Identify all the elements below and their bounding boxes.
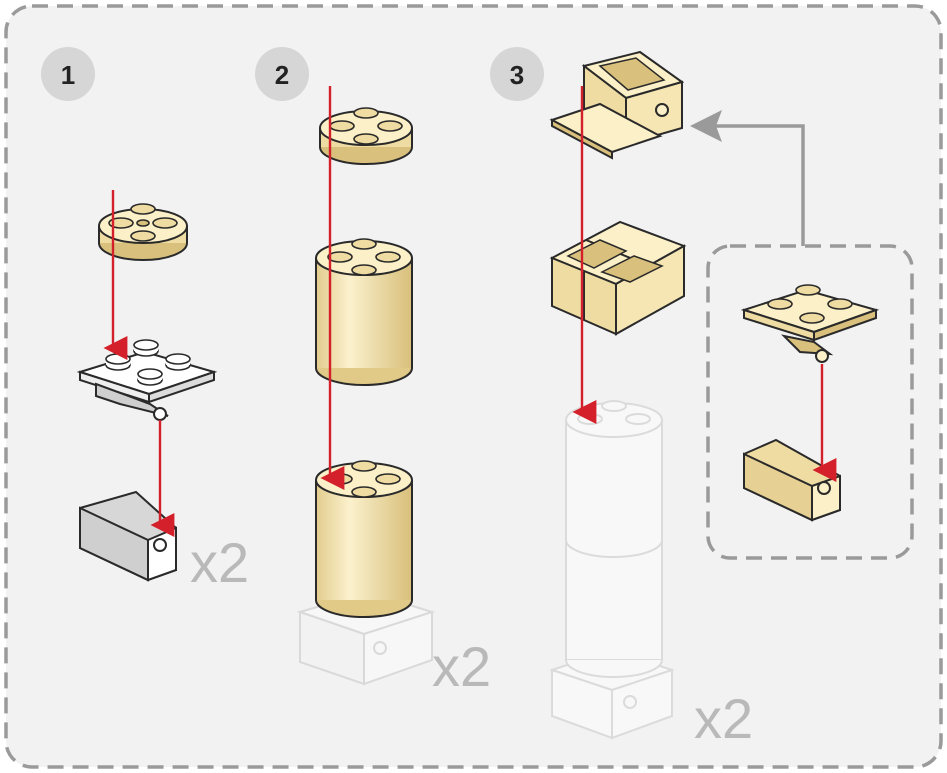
step-badge (255, 47, 309, 101)
hinge-plate-2x2-white (76, 339, 218, 421)
step-2: 2 (255, 47, 491, 698)
panel-background (4, 4, 943, 769)
step-badge (490, 47, 544, 101)
step-1: 1 (41, 47, 249, 594)
assembly-arrow (103, 190, 175, 537)
quantity-label: x2 (190, 531, 249, 594)
step-number: 2 (275, 60, 289, 90)
hinge-plate-2x2-tan (740, 284, 880, 363)
round-plate-2x2-tan (98, 203, 188, 261)
step-3: 3 (490, 47, 753, 750)
callout-arrow (716, 124, 805, 246)
round-plate-2x2-tan (319, 107, 413, 165)
subassembly-callout (690, 110, 914, 560)
brick-1x2-pair-tan (549, 220, 687, 336)
step-badge (41, 47, 95, 101)
round-brick-2x2-tan (315, 238, 413, 386)
callout-arrowhead (690, 110, 722, 142)
quantity-label: x2 (432, 635, 491, 698)
hinge-brick-tan (743, 438, 841, 522)
ghost-tower-assembly (548, 400, 676, 740)
round-brick-2x2-tan (315, 460, 413, 618)
quantity-label: x2 (694, 687, 753, 750)
step-number: 1 (61, 60, 75, 90)
step-number: 3 (510, 60, 524, 90)
hinge-subassembly-tan (549, 50, 685, 160)
